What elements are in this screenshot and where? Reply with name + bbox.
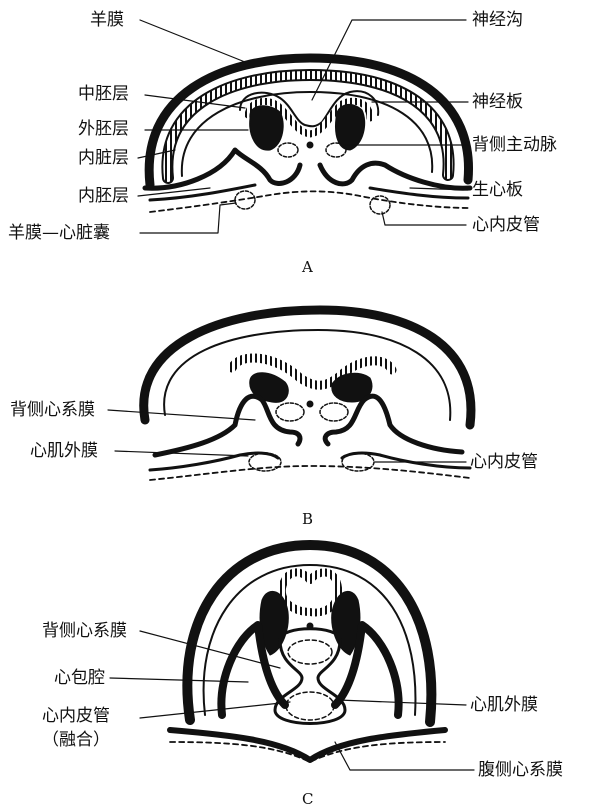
label-endoderm: 内胚层 <box>78 186 129 206</box>
label-epimyocardium-c: 心肌外膜 <box>470 695 538 715</box>
panel-c <box>110 545 474 770</box>
label-epimyocardium-b: 心肌外膜 <box>30 441 98 461</box>
panel-a-dorsal-aorta-left <box>278 143 298 157</box>
label-pericardial-cavity: 心包腔 <box>54 668 105 688</box>
label-endocardial-tube-b: 心内皮管 <box>470 452 538 472</box>
panel-c-endocardial-tube <box>286 692 334 720</box>
label-splanchnic-mesoderm: 内脏层 <box>78 148 129 168</box>
label-dorsal-mesocardium-b: 背侧心系膜 <box>10 400 95 420</box>
panel-b-notochord <box>307 401 313 407</box>
panel-a-dorsal-aorta-right <box>326 143 346 157</box>
label-neural-groove: 神经沟 <box>472 10 523 30</box>
label-mesoderm: 中胚层 <box>78 84 129 104</box>
label-cardiogenic-plate: 生心板 <box>472 180 523 200</box>
caption-b: B <box>302 510 313 528</box>
label-amnion-pericardial: 羊膜—心脏囊 <box>8 223 110 243</box>
panel-b-endocardial-tube-right <box>342 453 374 471</box>
panel-b <box>108 310 471 480</box>
panel-a-endocardial-tube-right <box>370 196 390 214</box>
label-endocardial-tube-c: 心内皮管 <box>42 706 110 726</box>
panel-a <box>138 20 470 233</box>
panel-c-heart-tube <box>275 629 345 724</box>
label-amnion: 羊膜 <box>90 10 124 30</box>
label-neural-plate: 神经板 <box>472 92 523 112</box>
panel-a-notochord <box>307 142 313 148</box>
panel-a-endocardial-tube-left <box>235 191 255 209</box>
panel-a-mesoderm-right <box>336 104 365 150</box>
label-fused: （融合） <box>42 730 110 750</box>
label-ectoderm: 外胚层 <box>78 119 129 139</box>
label-dorsal-mesocardium-c: 背侧心系膜 <box>42 621 127 641</box>
label-dorsal-aorta: 背侧主动脉 <box>472 135 557 155</box>
caption-a: A <box>302 258 313 276</box>
panel-b-endoderm <box>150 466 470 480</box>
caption-c: C <box>302 790 313 808</box>
panel-a-mesoderm-left <box>250 106 283 150</box>
label-endocardial-tube-a: 心内皮管 <box>472 215 540 235</box>
panel-b-amnion <box>144 310 471 425</box>
label-ventral-mesocardium: 腹侧心系膜 <box>478 760 563 780</box>
panel-b-endocardial-tube-left <box>249 453 281 471</box>
